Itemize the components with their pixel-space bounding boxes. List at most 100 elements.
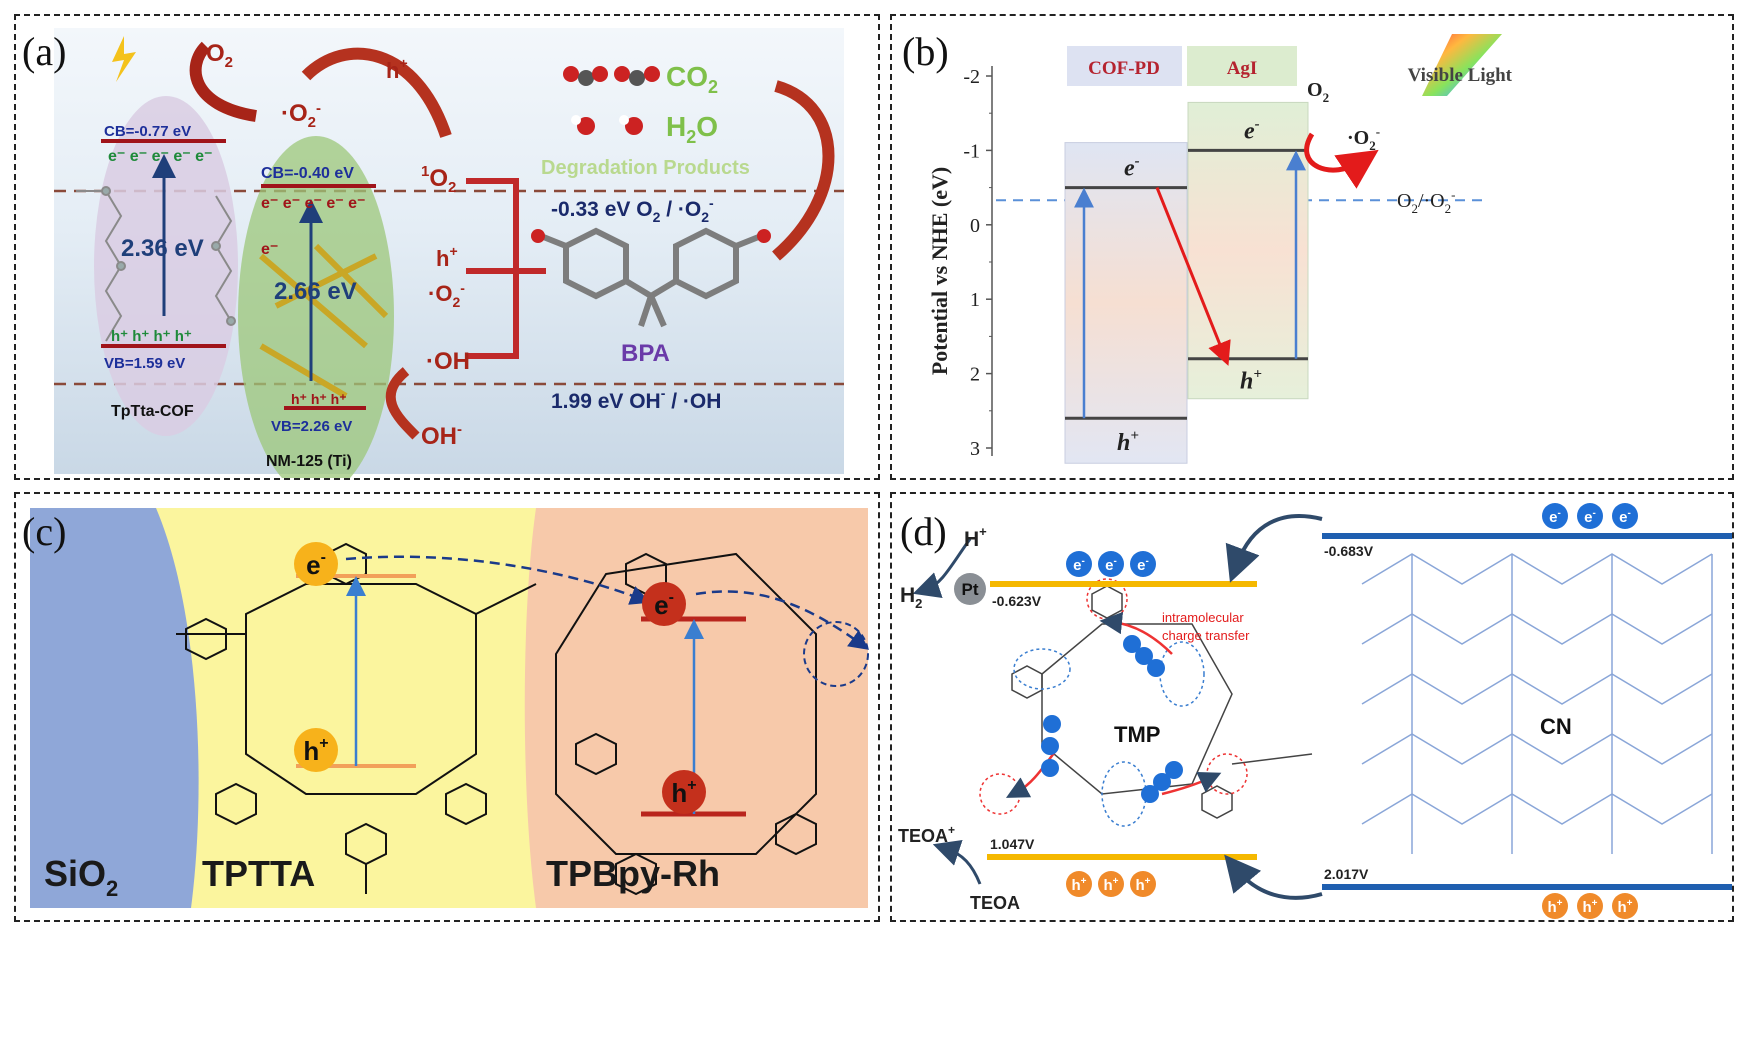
panel-d-diagram: Pt e- e- e- e- e- e- h+ h+ h+ h+ xyxy=(892,494,1732,920)
tptta-framework-icon xyxy=(176,542,537,894)
h2o-molecule-icon xyxy=(571,115,643,135)
tptta-hole-label: h+ xyxy=(303,735,328,766)
charge-transfer-arrow xyxy=(1155,187,1231,366)
legend-cof-box xyxy=(1067,46,1182,86)
panel-a-label: (a) xyxy=(22,29,67,74)
cof-name-label: TpTta-COF xyxy=(111,403,194,420)
pt-particle xyxy=(954,573,986,605)
cn-electron-1: e- xyxy=(1549,508,1561,526)
y-axis-label: Potential vs NHE (eV) xyxy=(927,167,952,375)
y-tick-label: 2 xyxy=(970,364,980,386)
electron-transfer-arrow-1 xyxy=(345,555,651,605)
cn-vb-value: 2.017V xyxy=(1324,866,1369,882)
visible-light-icon xyxy=(1422,34,1502,96)
oh-radical-label: ·OH xyxy=(426,348,470,375)
panel-c: e- h+ e- h+ SiO2 TPTTA TPBpy-Rh (c) xyxy=(14,492,880,922)
tmp-hole-3: h+ xyxy=(1135,876,1150,894)
cof-vb-label: VB=1.59 eV xyxy=(104,355,185,372)
cn-cb-value: -0.683V xyxy=(1324,543,1374,559)
tmp-electron-1: e- xyxy=(1073,556,1085,574)
cn-hole-2: h+ xyxy=(1582,898,1597,916)
degradation-products-label: Degradation Products xyxy=(541,157,750,179)
teoa-oxidation-arrow xyxy=(932,839,982,885)
sio2-region xyxy=(30,508,199,908)
y-tick-label: 3 xyxy=(970,438,980,460)
superoxide-label-mid: ·O2- xyxy=(428,280,465,310)
bpa-molecule-icon xyxy=(539,227,763,328)
cn-hole-group xyxy=(1542,893,1638,919)
panel-c-diagram: e- h+ e- h+ SiO2 TPTTA TPBpy-Rh xyxy=(30,508,870,908)
cof-pd-hole-label: h+ xyxy=(1117,428,1139,456)
hole-label-mid: h+ xyxy=(436,243,458,271)
panel-a-diagram: O2 ·O2- h+ CO2 H2O Degradation Products … xyxy=(54,28,844,478)
cof-pd-electron-label: e- xyxy=(1124,154,1140,182)
intramolecular-label-2: charge transfer xyxy=(1162,628,1250,643)
cn-label: CN xyxy=(1540,714,1572,739)
superoxide-oxidation-arrow xyxy=(301,47,452,138)
lightning-icon xyxy=(112,36,136,82)
oh-oxidation-arrow xyxy=(385,367,420,440)
electron-transfer-arrow-2 xyxy=(695,590,870,650)
sio2-label: SiO2 xyxy=(44,853,118,901)
nm-name-label: NM-125 (Ti) xyxy=(266,453,352,470)
tmp-electron-3: e- xyxy=(1137,556,1149,574)
nm-holes: h⁺ h⁺ h⁺ xyxy=(291,391,347,407)
cof-ellipse xyxy=(94,96,238,436)
nm-electrons: e⁻ e⁻ e⁻ e⁻ e⁻ xyxy=(261,195,366,212)
cn-electron-2: e- xyxy=(1584,508,1596,526)
pt-label: Pt xyxy=(962,580,979,599)
tpbpy-electron-label: e- xyxy=(654,589,674,620)
intramolecular-arrow-top xyxy=(1099,611,1173,655)
panel-c-label: (c) xyxy=(22,509,67,554)
cn-hole-3: h+ xyxy=(1617,898,1632,916)
cn-electron-3: e- xyxy=(1619,508,1631,526)
o2-reduction-arrow xyxy=(1304,132,1379,189)
cof-holes: h⁺ h⁺ h⁺ h⁺ xyxy=(111,328,192,345)
panel-d-label: (d) xyxy=(900,509,947,554)
superoxide-label: ·O2- xyxy=(1347,124,1380,153)
panel-d: Pt e- e- e- e- e- e- h+ h+ h+ h+ xyxy=(890,492,1734,922)
o2-reduction-arrow xyxy=(189,41,258,122)
tmp-hole-1: h+ xyxy=(1071,876,1086,894)
tmp-internal-electrons xyxy=(1041,635,1183,803)
tmp-vb-value: 1.047V xyxy=(990,836,1035,852)
hole-transfer-arrow xyxy=(1224,854,1323,900)
hydroxide-label: OH- xyxy=(421,421,462,450)
bpa-label: BPA xyxy=(621,340,670,367)
tpbpy-hole-label: h+ xyxy=(671,777,696,808)
degradation-arrow xyxy=(772,80,835,261)
tptta-electron-label: e- xyxy=(306,549,326,580)
co2-label: CO2 xyxy=(666,61,718,97)
y-tick-label: 1 xyxy=(970,289,980,311)
tpbpy-region xyxy=(516,508,868,908)
cof-cb-label: CB=-0.77 eV xyxy=(104,123,191,140)
bpa-oxygen-left xyxy=(531,229,545,243)
tmp-cb-value: -0.623V xyxy=(992,593,1042,609)
visible-light-label: Visible Light xyxy=(1408,65,1513,86)
nm125-structure-icon xyxy=(259,243,389,399)
legend-agi-label: AgI xyxy=(1227,58,1258,79)
cn-electron-group xyxy=(1542,503,1638,529)
nm-gap-label: 2.66 eV xyxy=(274,278,357,305)
cof-electrons: e⁻ e⁻ e⁻ e⁻ e⁻ xyxy=(108,148,213,165)
teoa-label: TEOA xyxy=(970,893,1020,913)
cn-hole-1: h+ xyxy=(1547,898,1562,916)
intramolecular-label-1: intramolecular xyxy=(1162,610,1244,625)
tpbpy-rh-label: TPBpy-Rh xyxy=(546,853,720,894)
y-tick-label: 0 xyxy=(970,215,980,237)
nm-electron-single: e⁻ xyxy=(261,241,278,258)
tmp-hole-group xyxy=(1066,871,1156,897)
electron-injection-arrow xyxy=(1225,514,1323,583)
h2o-label: H2O xyxy=(666,111,718,147)
h2-evolution-arrow xyxy=(912,538,972,598)
tptta-region xyxy=(156,508,536,908)
singlet-oxygen-label: 1O2 xyxy=(421,163,456,196)
agi-electron-label: e- xyxy=(1244,116,1260,144)
tpbpy-electron-badge xyxy=(642,582,686,626)
legend-cof-label: COF-PD xyxy=(1088,58,1160,79)
legend-agi-box xyxy=(1187,46,1297,86)
redox-oh-label: 1.99 eV OH- / ·OH xyxy=(551,385,721,413)
tmp-label: TMP xyxy=(1114,722,1160,747)
nm-vb-label: VB=2.26 eV xyxy=(271,418,352,435)
